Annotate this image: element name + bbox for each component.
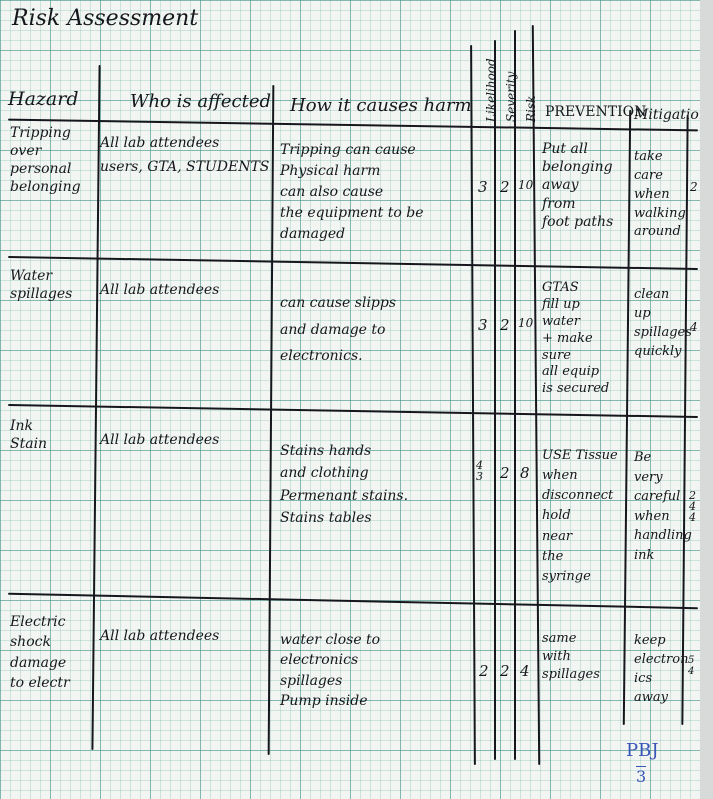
header-prevention: PREVENTION [545,104,647,120]
row2-who: All lab attendees [100,282,220,298]
row3-risk: 8 [520,464,530,482]
header-risk: Risk [524,95,538,122]
page-mark-code: PBJ [626,740,659,761]
page-title: Risk Assessment [12,6,199,31]
row1-risk: 10 [518,178,534,192]
row2-margin-note: 4 [690,320,698,334]
row-divider-3 [8,592,698,610]
header-mitigation: Mitigation [634,107,700,123]
divider-risk-prevention [531,25,541,765]
row2-severity: 2 [500,316,510,334]
row-divider-2 [8,403,698,419]
row1-likelihood: 3 [478,178,488,196]
header-hazard: Hazard [8,88,79,110]
divider-severity-risk [514,30,516,760]
divider-likelihood-severity [494,40,496,760]
row3-margin-note: 2 4 4 [689,489,696,524]
page-edge [700,0,713,799]
row1-margin-note: 2 [690,180,698,194]
row4-severity: 2 [500,662,510,680]
row3-severity: 2 [500,464,510,482]
row3-who: All lab attendees [100,432,220,448]
divider-how-likelihood [470,44,476,766]
row2-risk: 10 [518,316,534,330]
divider-prevention-mitigation [622,110,632,725]
divider-who-how [267,85,275,755]
row4-likelihood: 2 [479,662,489,680]
row4-risk: 4 [520,662,530,680]
header-underline [8,118,698,132]
row-divider-1 [8,255,698,271]
row4-who: All lab attendees [100,628,220,644]
page-mark-number: 3 [636,766,647,786]
row1-severity: 2 [500,178,510,196]
header-who: Who is affected [130,91,271,112]
row3-likelihood: 4 3 [476,459,483,483]
row4-margin-note: 5 4 [688,655,695,677]
header-how: How it causes harm [290,95,472,116]
row2-likelihood: 3 [478,316,488,334]
